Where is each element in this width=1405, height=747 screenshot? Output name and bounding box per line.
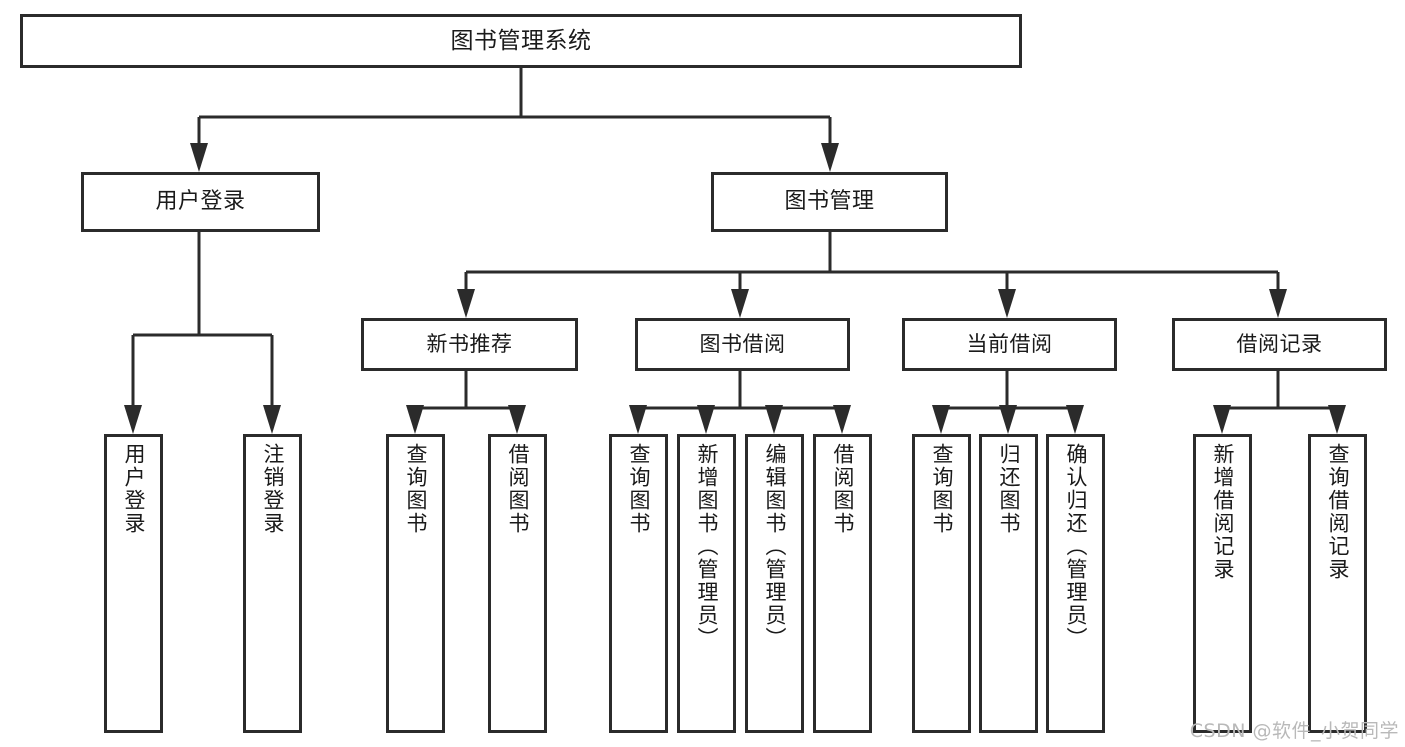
leaf-add-book-admin[interactable]: 新增图书（管理员） bbox=[677, 434, 736, 733]
leaf-query-book-current[interactable]: 查询图书 bbox=[912, 434, 971, 733]
arrowhead-book-manage bbox=[821, 143, 839, 172]
arrowhead-nb-leaf2 bbox=[508, 405, 526, 434]
leaf-return-book[interactable]: 归还图书 bbox=[979, 434, 1038, 733]
node-label: 借阅记录 bbox=[1236, 332, 1323, 357]
leaf-user-login[interactable]: 用户登录 bbox=[104, 434, 163, 733]
node-label: 查询图书 bbox=[930, 443, 954, 535]
node-label: 注销登录 bbox=[261, 443, 285, 535]
leaf-query-borrow-record[interactable]: 查询借阅记录 bbox=[1308, 434, 1367, 733]
watermark-text: CSDN @软件_小贺同学 bbox=[1189, 720, 1399, 742]
arrowhead-cb-leaf2 bbox=[999, 405, 1017, 434]
node-book-borrow[interactable]: 图书借阅 bbox=[635, 318, 850, 371]
leaf-add-borrow-record[interactable]: 新增借阅记录 bbox=[1193, 434, 1252, 733]
node-label: 图书管理 bbox=[784, 189, 875, 215]
node-label: 借阅图书 bbox=[506, 443, 530, 535]
arrowhead-user-login bbox=[190, 143, 208, 172]
node-root-system[interactable]: 图书管理系统 bbox=[20, 14, 1022, 68]
arrowhead-bb-leaf4 bbox=[833, 405, 851, 434]
arrowhead-current-borrow bbox=[998, 289, 1016, 318]
node-label: 查询图书 bbox=[404, 443, 428, 535]
arrowhead-leaf-logout bbox=[263, 405, 281, 434]
node-label: 查询图书 bbox=[627, 443, 651, 535]
arrowhead-cb-leaf3 bbox=[1066, 405, 1084, 434]
node-label: 用户登录 bbox=[155, 189, 246, 215]
node-user-login[interactable]: 用户登录 bbox=[81, 172, 320, 232]
arrowhead-bb-leaf3 bbox=[765, 405, 783, 434]
node-label: 查询借阅记录 bbox=[1326, 443, 1350, 581]
arrowhead-borrow-record bbox=[1269, 289, 1287, 318]
arrowhead-book-borrow bbox=[731, 289, 749, 318]
node-current-borrow[interactable]: 当前借阅 bbox=[902, 318, 1117, 371]
leaf-query-book-recommend[interactable]: 查询图书 bbox=[386, 434, 445, 733]
leaf-query-book-borrow[interactable]: 查询图书 bbox=[609, 434, 668, 733]
leaf-borrow-book-recommend[interactable]: 借阅图书 bbox=[488, 434, 547, 733]
node-label: 图书借阅 bbox=[699, 332, 786, 357]
node-label: 归还图书 bbox=[997, 443, 1021, 535]
node-borrow-record[interactable]: 借阅记录 bbox=[1172, 318, 1387, 371]
node-label: 新增借阅记录 bbox=[1211, 443, 1235, 581]
leaf-logout[interactable]: 注销登录 bbox=[243, 434, 302, 733]
arrowhead-bb-leaf2 bbox=[697, 405, 715, 434]
arrowhead-cb-leaf1 bbox=[932, 405, 950, 434]
node-label: 新书推荐 bbox=[426, 332, 513, 357]
leaf-confirm-return-admin[interactable]: 确认归还（管理员） bbox=[1046, 434, 1105, 733]
node-label: 图书管理系统 bbox=[450, 27, 592, 54]
node-label: 编辑图书（管理员） bbox=[763, 443, 787, 650]
node-label: 确认归还（管理员） bbox=[1064, 443, 1088, 650]
node-book-management[interactable]: 图书管理 bbox=[711, 172, 948, 232]
leaf-edit-book-admin[interactable]: 编辑图书（管理员） bbox=[745, 434, 804, 733]
node-label: 用户登录 bbox=[122, 443, 146, 535]
node-label: 当前借阅 bbox=[966, 332, 1053, 357]
leaf-borrow-book[interactable]: 借阅图书 bbox=[813, 434, 872, 733]
arrowhead-leaf-user-login bbox=[124, 405, 142, 434]
arrowhead-bb-leaf1 bbox=[629, 405, 647, 434]
node-label: 新增图书（管理员） bbox=[695, 443, 719, 650]
node-label: 借阅图书 bbox=[831, 443, 855, 535]
arrowhead-br-leaf2 bbox=[1328, 405, 1346, 434]
arrowhead-new-book bbox=[457, 289, 475, 318]
arrowhead-br-leaf1 bbox=[1213, 405, 1231, 434]
arrowhead-nb-leaf1 bbox=[406, 405, 424, 434]
node-new-book-recommend[interactable]: 新书推荐 bbox=[361, 318, 578, 371]
